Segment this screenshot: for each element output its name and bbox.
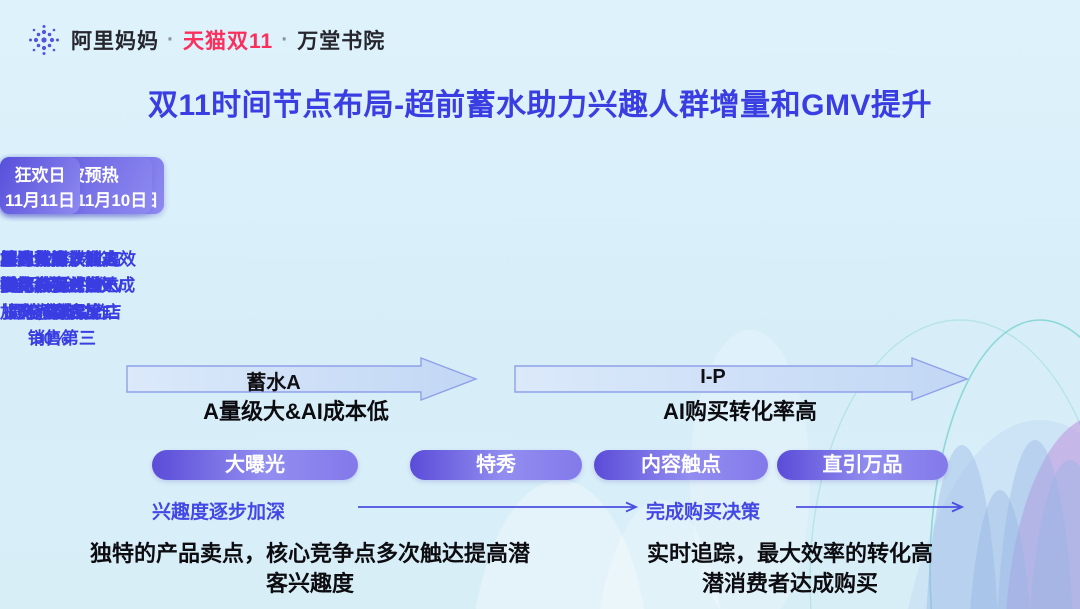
brand-text: 阿里妈妈 · 天猫双11 · 万堂书院 [71, 25, 385, 55]
arrow-label-ip: I-P [700, 366, 726, 388]
footer-note-right: 实时追踪，最大效率的转化高 潜消费者达成购买 [646, 541, 933, 597]
pill-big-exposure: 大曝光 [152, 450, 358, 480]
page-title: 双11时间节点布局-超前蓄水助力兴趣人群增量和GMV提升 [147, 89, 933, 122]
arrow-sublabel-storage: A量级大&AI成本低 [203, 399, 389, 424]
header: 阿里妈妈 · 天猫双11 · 万堂书院 [26, 22, 385, 58]
phase-description-1: 前置蓄水 强化心智 [0, 250, 68, 296]
pill-content-touchpoint: 内容触点 [594, 450, 768, 480]
brand-separator: · [167, 28, 175, 51]
brand-alimama: 阿里妈妈 [71, 30, 159, 53]
brand-separator: · [281, 28, 290, 51]
block-arrow-storage: 蓄水A [126, 357, 478, 401]
arrow-label-storage: 蓄水A [246, 372, 301, 394]
phase-description-5: 累计核心认知人 群持续覆盖触达 提高蓄水动作 [0, 250, 119, 322]
footer-note-left: 独特的产品卖点，核心竞争点多次触达提高潜 客兴趣度 [89, 541, 530, 597]
phase-dates: 11月11日 [5, 190, 75, 210]
brand-tmall-double11: 天猫双11 [183, 30, 274, 53]
phase-description-4: 核心认知人群高效 转化，11.1当天成 交额全店第二 [0, 250, 136, 322]
flow-arrow-line-2 [796, 501, 965, 513]
pill-direct-products: 直引万品 [777, 450, 948, 480]
phase-description-6: 最大效率转化高 潜用户完成GMV 提升，单品全店 销售第三 [0, 250, 124, 349]
phase-description-2: 站内外投放触达 单品定金件数 全店第二 [0, 250, 119, 322]
timeline-phase-box-6: 狂欢日 11月11日 [0, 157, 80, 214]
pill-texiu: 特秀 [410, 450, 582, 480]
phase-description-3: 加深人群认知 提高潜客兴趣 加购人群占比 30% [0, 250, 102, 349]
alimama-logo-icon [29, 25, 59, 55]
phase-name: 狂欢日 [14, 166, 66, 185]
block-arrow-shape [126, 357, 478, 401]
brand-wantang: 万堂书院 [297, 30, 386, 53]
arrow-sublabel-ip: AI购买转化率高 [662, 399, 817, 424]
flow-label-purchase: 完成购买决策 [646, 502, 761, 523]
flow-arrow-line-1 [358, 501, 639, 513]
block-arrow-shape [514, 357, 969, 401]
flow-label-interest: 兴趣度逐步加深 [152, 502, 286, 523]
block-arrow-ip: I-P [514, 357, 969, 401]
